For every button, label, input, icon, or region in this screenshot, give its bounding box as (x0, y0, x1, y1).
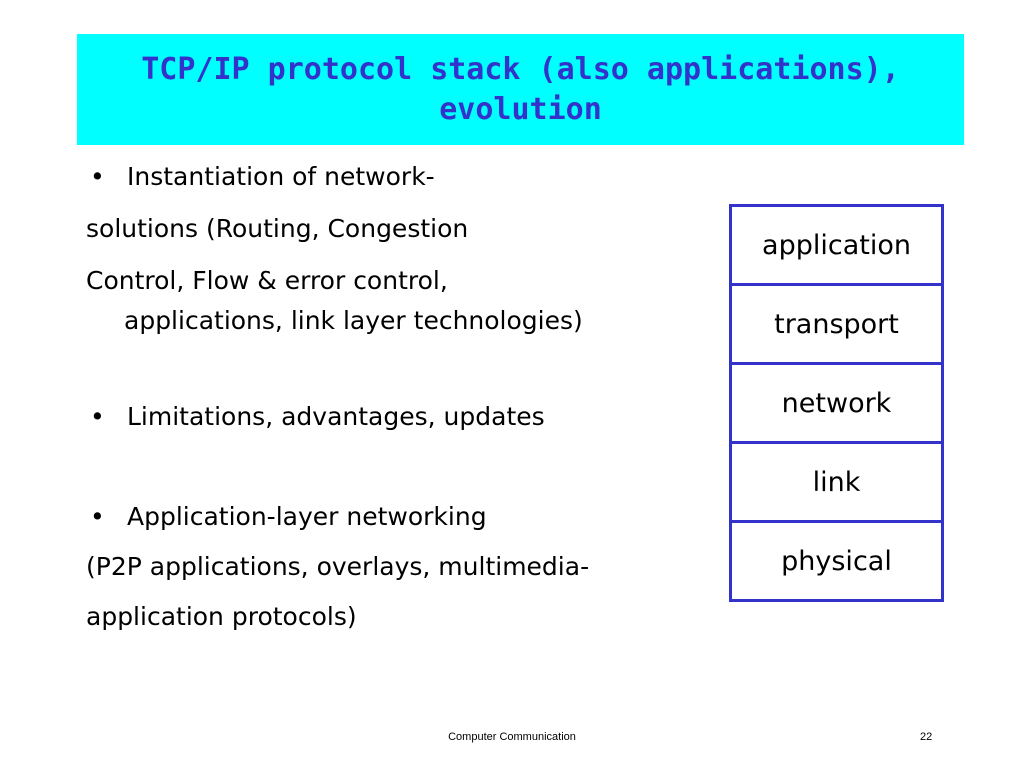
bullet-1-line-4: applications, link layer technologies) (124, 306, 583, 335)
stack-layer-application: application (732, 207, 941, 286)
bullet-1-line-1: Instantiation of network- (127, 162, 435, 191)
stack-layer-network: network (732, 365, 941, 444)
bullet-1-line-2: solutions (Routing, Congestion (86, 214, 469, 243)
bullet-1-line-3: Control, Flow & error control, (86, 266, 448, 295)
stack-layer-physical: physical (781, 545, 892, 577)
slide-title-line-1: TCP/IP protocol stack (also applications… (141, 51, 900, 87)
bullet-3-line-2: (P2P applications, overlays, multimedia- (86, 552, 590, 581)
bullet-marker-3: • (90, 502, 105, 531)
bullet-3-line-3: application protocols) (86, 602, 357, 631)
bullet-3-line-1: Application-layer networking (127, 502, 487, 531)
bullet-2-line-1: Limitations, advantages, updates (127, 402, 545, 431)
stack-layer-link: link (732, 444, 941, 523)
footer-course-title: Computer Communication (448, 731, 576, 743)
footer-page-number: 22 (920, 731, 933, 743)
stack-layer-transport: transport (732, 286, 941, 365)
protocol-stack-diagram: application transport network link physi… (729, 204, 944, 602)
bullet-marker-2: • (90, 402, 105, 431)
slide-title-line-2: evolution (439, 91, 602, 127)
slide-title-box: TCP/IP protocol stack (also applications… (77, 34, 964, 145)
bullet-marker-1: • (90, 162, 105, 191)
